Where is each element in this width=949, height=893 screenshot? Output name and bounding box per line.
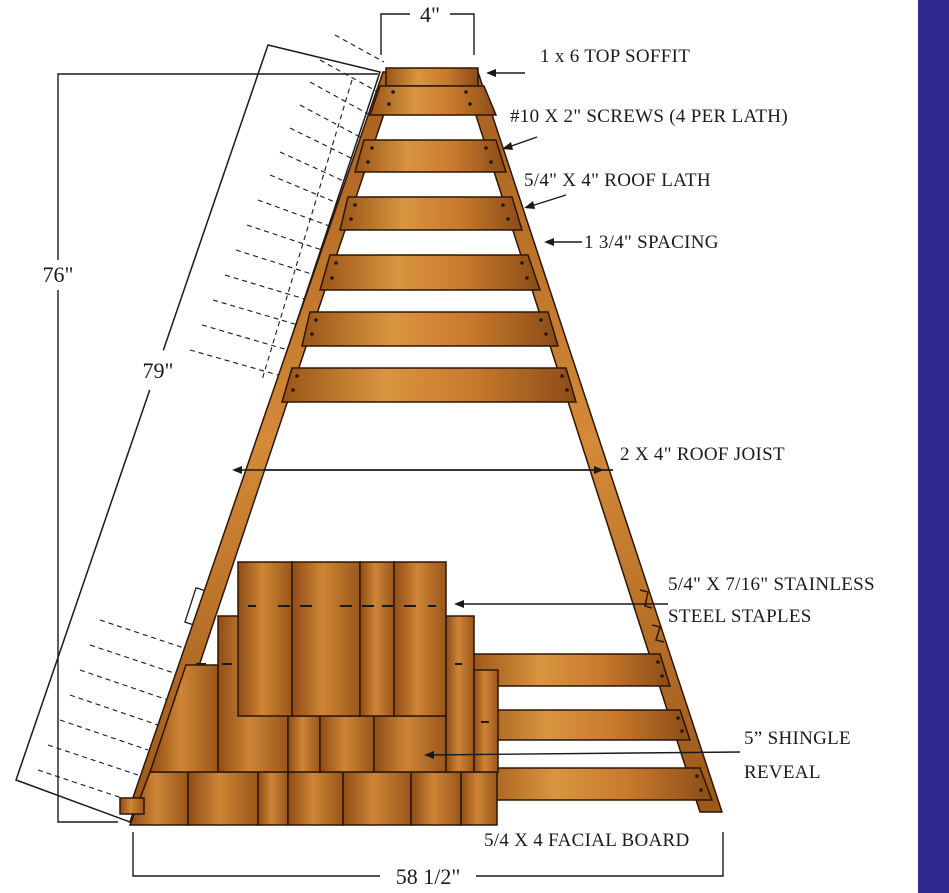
label-staples-line1: 5/4" X 7/16" STAINLESS — [668, 574, 875, 595]
dimension-base: 58 1/2" — [132, 832, 724, 890]
dimension-base-label: 58 1/2" — [396, 864, 461, 889]
annotation-roof-lath: 5/4" X 4" ROOF LATH — [524, 170, 711, 209]
rafter-board-outline — [15, 44, 381, 823]
roof-laths — [280, 85, 714, 801]
lath — [469, 653, 672, 687]
annotation-spacing: 1 3/4" SPACING — [544, 232, 719, 253]
annotation-staples: 5/4" X 7/16" STAINLESS STEEL STAPLES — [454, 574, 875, 627]
label-screws: #10 X 2" SCREWS (4 PER LATH) — [510, 106, 788, 127]
shingle-top-row — [237, 561, 447, 717]
lath — [319, 254, 542, 291]
label-staples-line2: STEEL STAPLES — [668, 606, 812, 627]
label-top-soffit: 1 x 6 TOP SOFFIT — [540, 46, 690, 67]
lath — [368, 85, 498, 116]
lath — [469, 767, 714, 801]
screw-dots — [291, 90, 703, 792]
dimension-height-label: 76" — [43, 262, 74, 287]
annotation-facial-board: 5/4 X 4 FACIAL BOARD — [484, 830, 690, 851]
dimension-top-width: 4" — [380, 2, 475, 55]
dimension-rafter: 79" — [135, 345, 177, 395]
lath — [354, 139, 508, 173]
lath — [339, 196, 524, 231]
side-bar-edge — [913, 0, 918, 893]
shingle-bottom-row — [119, 771, 498, 826]
lath — [280, 367, 578, 403]
joist-notch — [651, 624, 665, 643]
dimension-top-width-label: 4" — [420, 2, 440, 27]
lath — [469, 709, 692, 741]
dimension-rafter-label: 79" — [143, 358, 174, 383]
annotation-shingle-reveal: 5” SHINGLE REVEAL — [424, 728, 851, 783]
joist-notch — [639, 589, 653, 609]
annotation-top-soffit: 1 x 6 TOP SOFFIT — [486, 46, 690, 77]
label-reveal-line1: 5” SHINGLE — [744, 728, 851, 749]
lath — [301, 311, 560, 347]
label-facial-board: 5/4 X 4 FACIAL BOARD — [484, 830, 690, 851]
label-roof-joist: 2 X 4" ROOF JOIST — [620, 444, 785, 465]
dimension-height: 76" — [28, 73, 378, 823]
label-reveal-line2: REVEAL — [744, 762, 821, 783]
label-roof-lath: 5/4" X 4" ROOF LATH — [524, 170, 711, 191]
annotation-screws: #10 X 2" SCREWS (4 PER LATH) — [502, 106, 788, 150]
side-bar — [918, 0, 949, 893]
label-spacing: 1 3/4" SPACING — [584, 232, 719, 253]
top-soffit — [385, 67, 479, 87]
staple-marks — [196, 605, 489, 723]
annotation-roof-joist: 2 X 4" ROOF JOIST — [232, 444, 785, 474]
